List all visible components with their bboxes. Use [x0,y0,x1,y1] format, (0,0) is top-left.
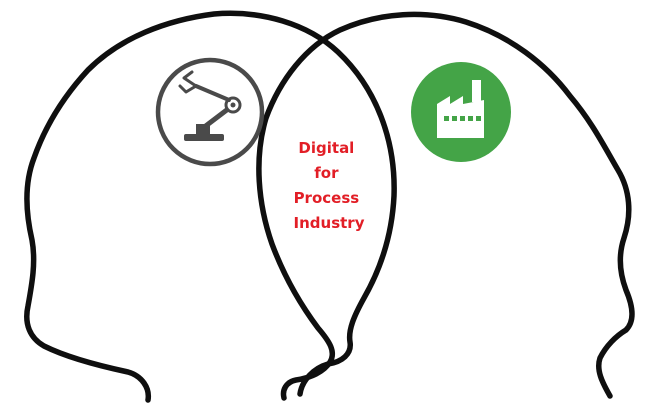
center-label-line-3: Process [294,189,360,207]
left-circle [155,57,265,167]
center-label: Digital for Process Industry [294,139,365,232]
center-label-line-1: Digital [298,139,354,157]
left-head-outline [24,10,397,403]
right-head-outline [256,11,635,401]
robotic-arm-icon [178,70,242,141]
center-label-line-2: for [314,164,339,182]
factory-icon [437,80,484,138]
center-label-line-4: Industry [294,214,365,232]
left-icon-badge [155,57,265,167]
right-icon-badge [411,62,511,162]
